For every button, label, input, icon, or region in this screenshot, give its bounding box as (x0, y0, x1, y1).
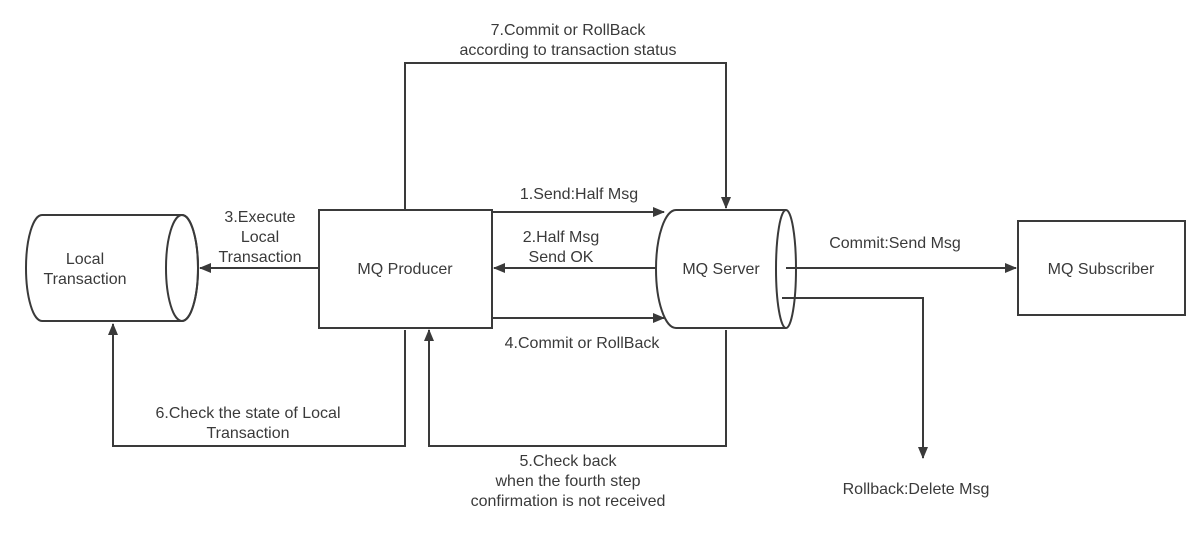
commit-send-msg-label: Commit:Send Msg (829, 235, 961, 252)
mq-subscriber-label: MQ Subscriber (1048, 261, 1155, 278)
commit-by-status-label-line1: 7.Commit or RollBack (491, 22, 647, 39)
check-state-label-line1: 6.Check the state of Local (156, 405, 341, 422)
mq-subscriber-box (1017, 220, 1186, 316)
mq-producer-label: MQ Producer (357, 261, 453, 278)
half-msg-send-ok-label-line2: Send OK (529, 249, 594, 266)
rollback-delete-msg-arrow (782, 297, 928, 459)
execute-local-transaction-label-line1: 3.Execute (224, 209, 295, 226)
send-half-msg-label: 1.Send:Half Msg (520, 186, 638, 203)
mq-server-label: MQ Server (682, 261, 760, 278)
execute-local-transaction-label-line2: Local (241, 229, 279, 246)
local-transaction-label-line1: Local (66, 251, 104, 268)
check-back-label-line2: when the fourth step (495, 473, 641, 490)
half-msg-send-ok-label-line1: 2.Half Msg (523, 229, 599, 246)
local-transaction-end (165, 214, 199, 322)
mq-producer-node: MQ Producer (318, 209, 493, 329)
check-back-label-line3: confirmation is not received (471, 493, 666, 510)
local-transaction-node: Local Transaction (25, 214, 199, 322)
check-back-label-line1: 5.Check back (520, 453, 618, 470)
commit-or-rollback-label: 4.Commit or RollBack (505, 335, 661, 352)
check-state-label-line2: Transaction (207, 425, 290, 442)
commit-by-status-label-line2: according to transaction status (459, 42, 676, 59)
mq-server-node: MQ Server (655, 209, 797, 329)
check-back-arrow (424, 329, 727, 447)
rollback-delete-msg-label: Rollback:Delete Msg (843, 481, 990, 498)
local-transaction-label-line2: Transaction (44, 271, 127, 288)
check-state-arrow (108, 323, 406, 447)
commit-by-status-arrow (404, 62, 731, 210)
local-transaction-shape (25, 214, 199, 322)
mq-subscriber-node: MQ Subscriber (1017, 220, 1186, 316)
execute-local-transaction-label-line3: Transaction (219, 249, 302, 266)
